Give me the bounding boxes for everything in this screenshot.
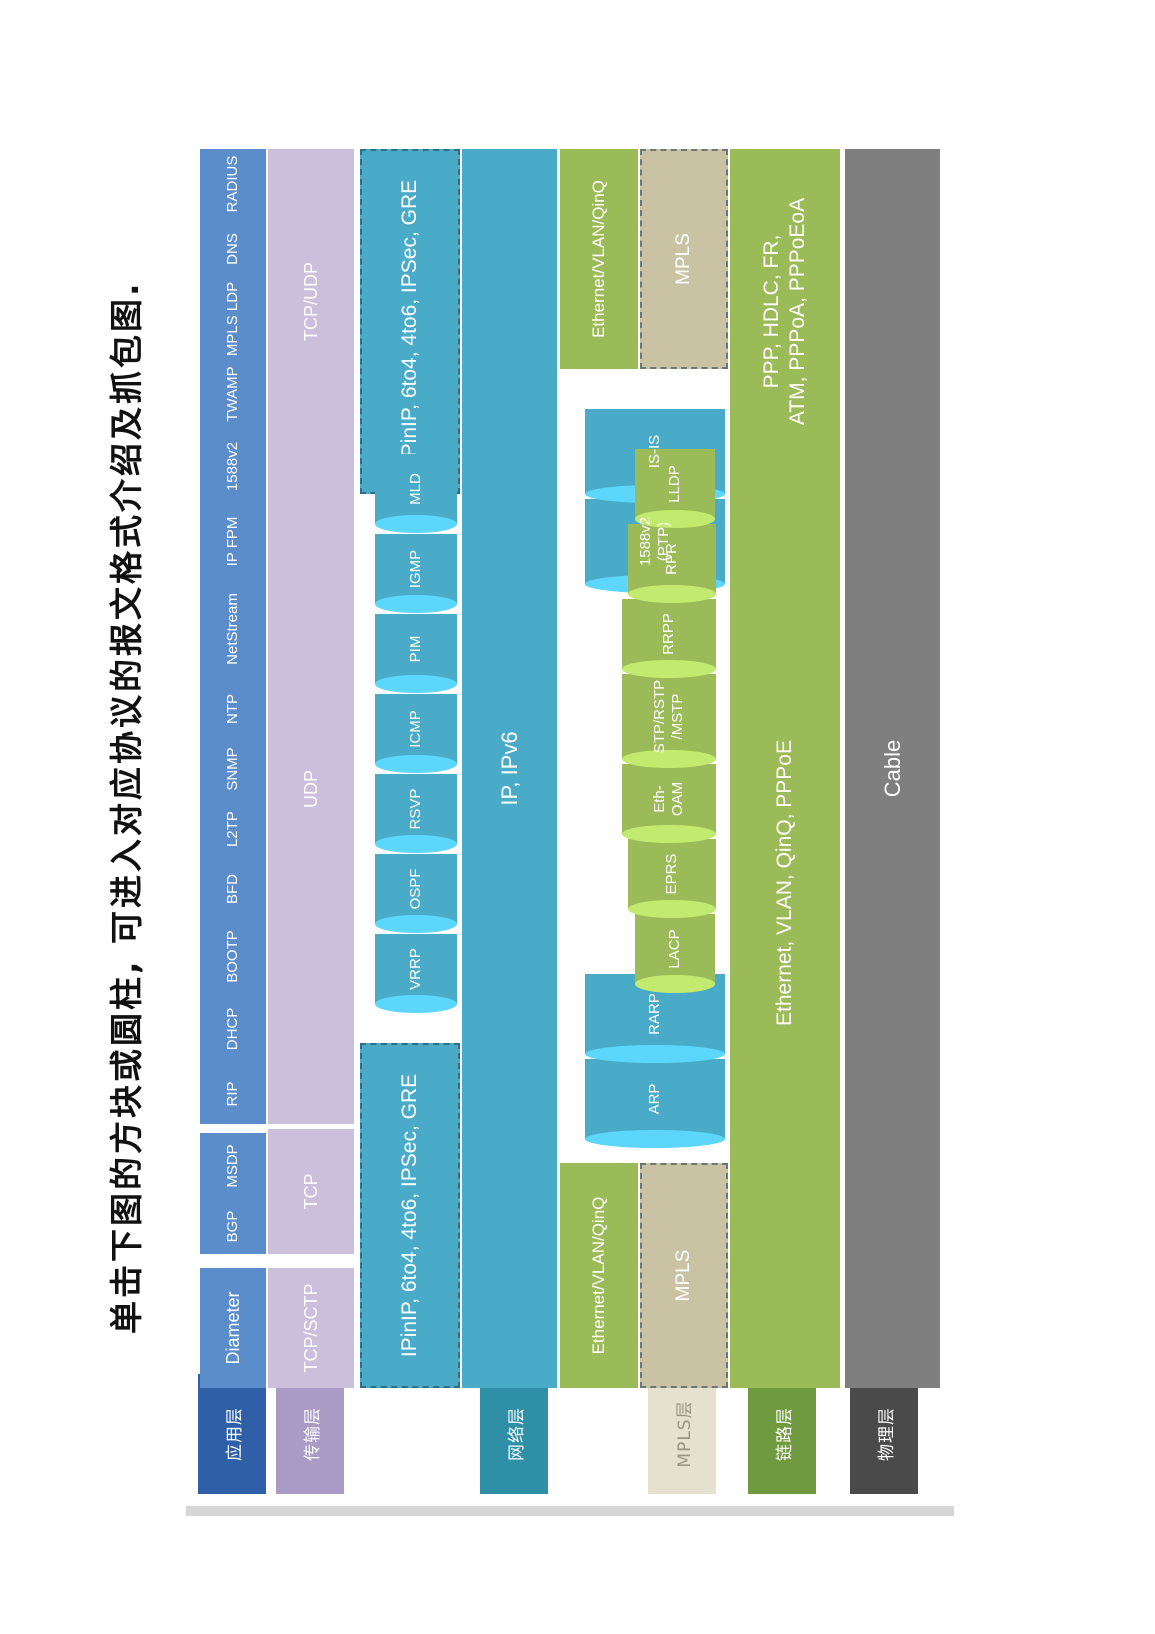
app-radius[interactable]: RADIUS [200,149,266,219]
network-igmp[interactable]: IGMP [375,534,457,604]
network-ospf[interactable]: OSPF [375,854,457,924]
network-rsvp[interactable]: RSVP [375,774,457,844]
tunnel-right[interactable]: IPinIP, 6to4, 4to6, IPSec, GRE [360,149,460,494]
link-lacp[interactable]: LACP [635,914,715,984]
app-netstream[interactable]: NetStream [200,579,266,679]
mpls-eth-right[interactable]: Ethernet/VLAN/QinQ [560,149,638,369]
tab-baseline [186,1506,954,1516]
transport-udp[interactable]: UDP [268,454,354,1124]
link-rrpp[interactable]: RRPP [622,599,716,669]
app-dhcp[interactable]: DHCP [200,994,266,1064]
tab-link-layer[interactable]: 链路层 [748,1374,816,1494]
app-mpls-ldp[interactable]: MPLS LDP [200,279,266,359]
app-dns[interactable]: DNS [200,219,266,279]
tab-transport-layer[interactable]: 传输层 [276,1374,344,1494]
app-bgp[interactable]: BGP [200,1199,266,1254]
app-diameter[interactable]: Diameter [200,1268,266,1388]
app-bootp[interactable]: BOOTP [200,919,266,994]
app-ntp[interactable]: NTP [200,679,266,739]
page-title: 单击下图的方块或圆柱, 可进入对应协议的报文格式介绍及抓包图. [107,280,146,1334]
network-arp[interactable]: ARP [585,1059,725,1139]
mpls-left[interactable]: MPLS [640,1163,728,1388]
tab-application-layer[interactable]: 应用层 [198,1374,266,1494]
app-l2tp[interactable]: L2TP [200,799,266,859]
tab-physical-layer[interactable]: 物理层 [850,1374,918,1494]
physical-cable[interactable]: Cable [845,149,940,1388]
link-ethernet[interactable]: Ethernet, VLAN, QinQ, PPPoE [730,378,840,1388]
tunnel-left[interactable]: IPinIP, 6to4, 4to6, IPSec, GRE [360,1043,460,1388]
mpls-right[interactable]: MPLS [640,149,728,369]
link-stp[interactable]: STP/RSTP /MSTP [622,674,716,759]
network-vrrp[interactable]: VRRP [375,934,457,1004]
tab-mpls-layer[interactable]: MPLS层 [648,1374,716,1494]
link-ppp[interactable]: PPP, HDLC, FR, ATM, PPPoA, PPPoEoA [730,149,840,474]
network-mld[interactable]: MLD [375,454,457,524]
transport-tcp-sctp[interactable]: TCP/SCTP [268,1268,354,1388]
app-1588v2[interactable]: 1588v2 [200,429,266,504]
app-snmp[interactable]: SNMP [200,739,266,799]
app-ip-fpm[interactable]: IP FPM [200,504,266,579]
tab-network-layer[interactable]: 网络层 [480,1374,548,1494]
transport-tcp[interactable]: TCP [268,1129,354,1254]
network-icmp[interactable]: ICMP [375,694,457,764]
link-eth-oam[interactable]: Eth- OAM [622,764,716,834]
network-pim[interactable]: PIM [375,614,457,684]
app-twamp[interactable]: TWAMP [200,359,266,429]
app-bfd[interactable]: BFD [200,859,266,919]
network-ip[interactable]: IP, IPv6 [462,149,557,1388]
mpls-eth-left[interactable]: Ethernet/VLAN/QinQ [560,1163,638,1388]
app-msdp[interactable]: MSDP [200,1133,266,1199]
transport-tcp-udp[interactable]: TCP/UDP [268,149,354,454]
link-eprs[interactable]: EPRS [628,839,716,909]
app-rip[interactable]: RIP [200,1064,266,1124]
